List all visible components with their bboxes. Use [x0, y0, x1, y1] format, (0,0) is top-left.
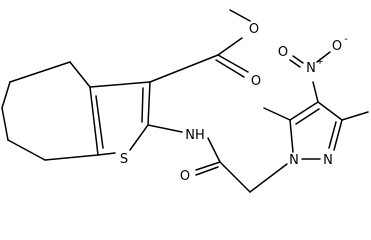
bond-s-c2 — [129, 124, 149, 151]
bond-amide-co-2 — [195, 166, 219, 176]
bond-ester-co-1 — [217, 54, 249, 73]
bond-n1-c5 — [289, 119, 294, 153]
bond-c2-c3 — [147, 81, 151, 126]
atom-pyrazole-n1: N — [289, 153, 299, 168]
bond-amide-co-1 — [195, 161, 221, 171]
atom-pyrazole-n2: N — [323, 153, 333, 168]
atom-nitro-n: N — [306, 61, 316, 76]
atom-nitro-o-right: O — [332, 39, 342, 54]
bond-c4-c5 — [9, 61, 71, 83]
bond-c3a-c8a-inner — [95, 95, 104, 149]
bond-c3-methyl — [341, 111, 369, 121]
bond-c4-nitro-n — [312, 81, 319, 103]
bond-c4-c3 — [317, 101, 343, 121]
bond-ester-co-2 — [215, 59, 245, 78]
molecule-structure: O O S NH O N N N + O O - — [1, 9, 369, 193]
atom-nitro-charge-minus: - — [344, 34, 348, 45]
bond-c5-c4-inner — [295, 108, 320, 125]
atom-amide-o: O — [180, 169, 190, 184]
bond-c3a-c8a — [89, 86, 99, 156]
bond-o-carbonyl-c — [217, 37, 243, 56]
bond-nitro-n-o-left-1 — [292, 55, 304, 64]
bond-nitro-n-o-right — [316, 51, 331, 63]
bond-c3a-c4 — [69, 61, 91, 88]
bond-nitro-n-o-left-2 — [289, 59, 301, 68]
bond-c5-c6 — [1, 81, 11, 109]
bond-amide-c-ch2 — [219, 161, 251, 193]
bond-ch2-n1 — [249, 163, 288, 193]
bond-c8-c8a — [44, 154, 99, 161]
atom-nitro-charge-plus: + — [316, 57, 324, 67]
bond-c7-c8 — [7, 139, 46, 161]
bond-c6-c7 — [1, 107, 9, 141]
bond-c5-c4 — [289, 101, 319, 121]
atom-sulfur: S — [120, 152, 128, 167]
atom-o-ester-carbonyl: O — [251, 74, 261, 89]
atom-o-ester-ether: O — [249, 22, 259, 37]
bond-c3-n2-2 — [328, 121, 337, 149]
bond-c2-c3-inner — [141, 87, 144, 123]
bond-ester-c-ring — [149, 54, 219, 83]
bond-c5-methyl — [263, 107, 291, 121]
bond-methyl-o — [229, 9, 251, 22]
atom-amide-nh: NH — [185, 128, 205, 143]
bond-nh-amide-c — [207, 137, 221, 163]
bond-c2-nh — [147, 124, 183, 133]
atom-nitro-o-left: O — [278, 45, 288, 60]
bond-c3-c3a — [89, 81, 151, 88]
bond-c3-n2-1 — [333, 119, 343, 151]
bond-c8a-s — [97, 152, 116, 156]
